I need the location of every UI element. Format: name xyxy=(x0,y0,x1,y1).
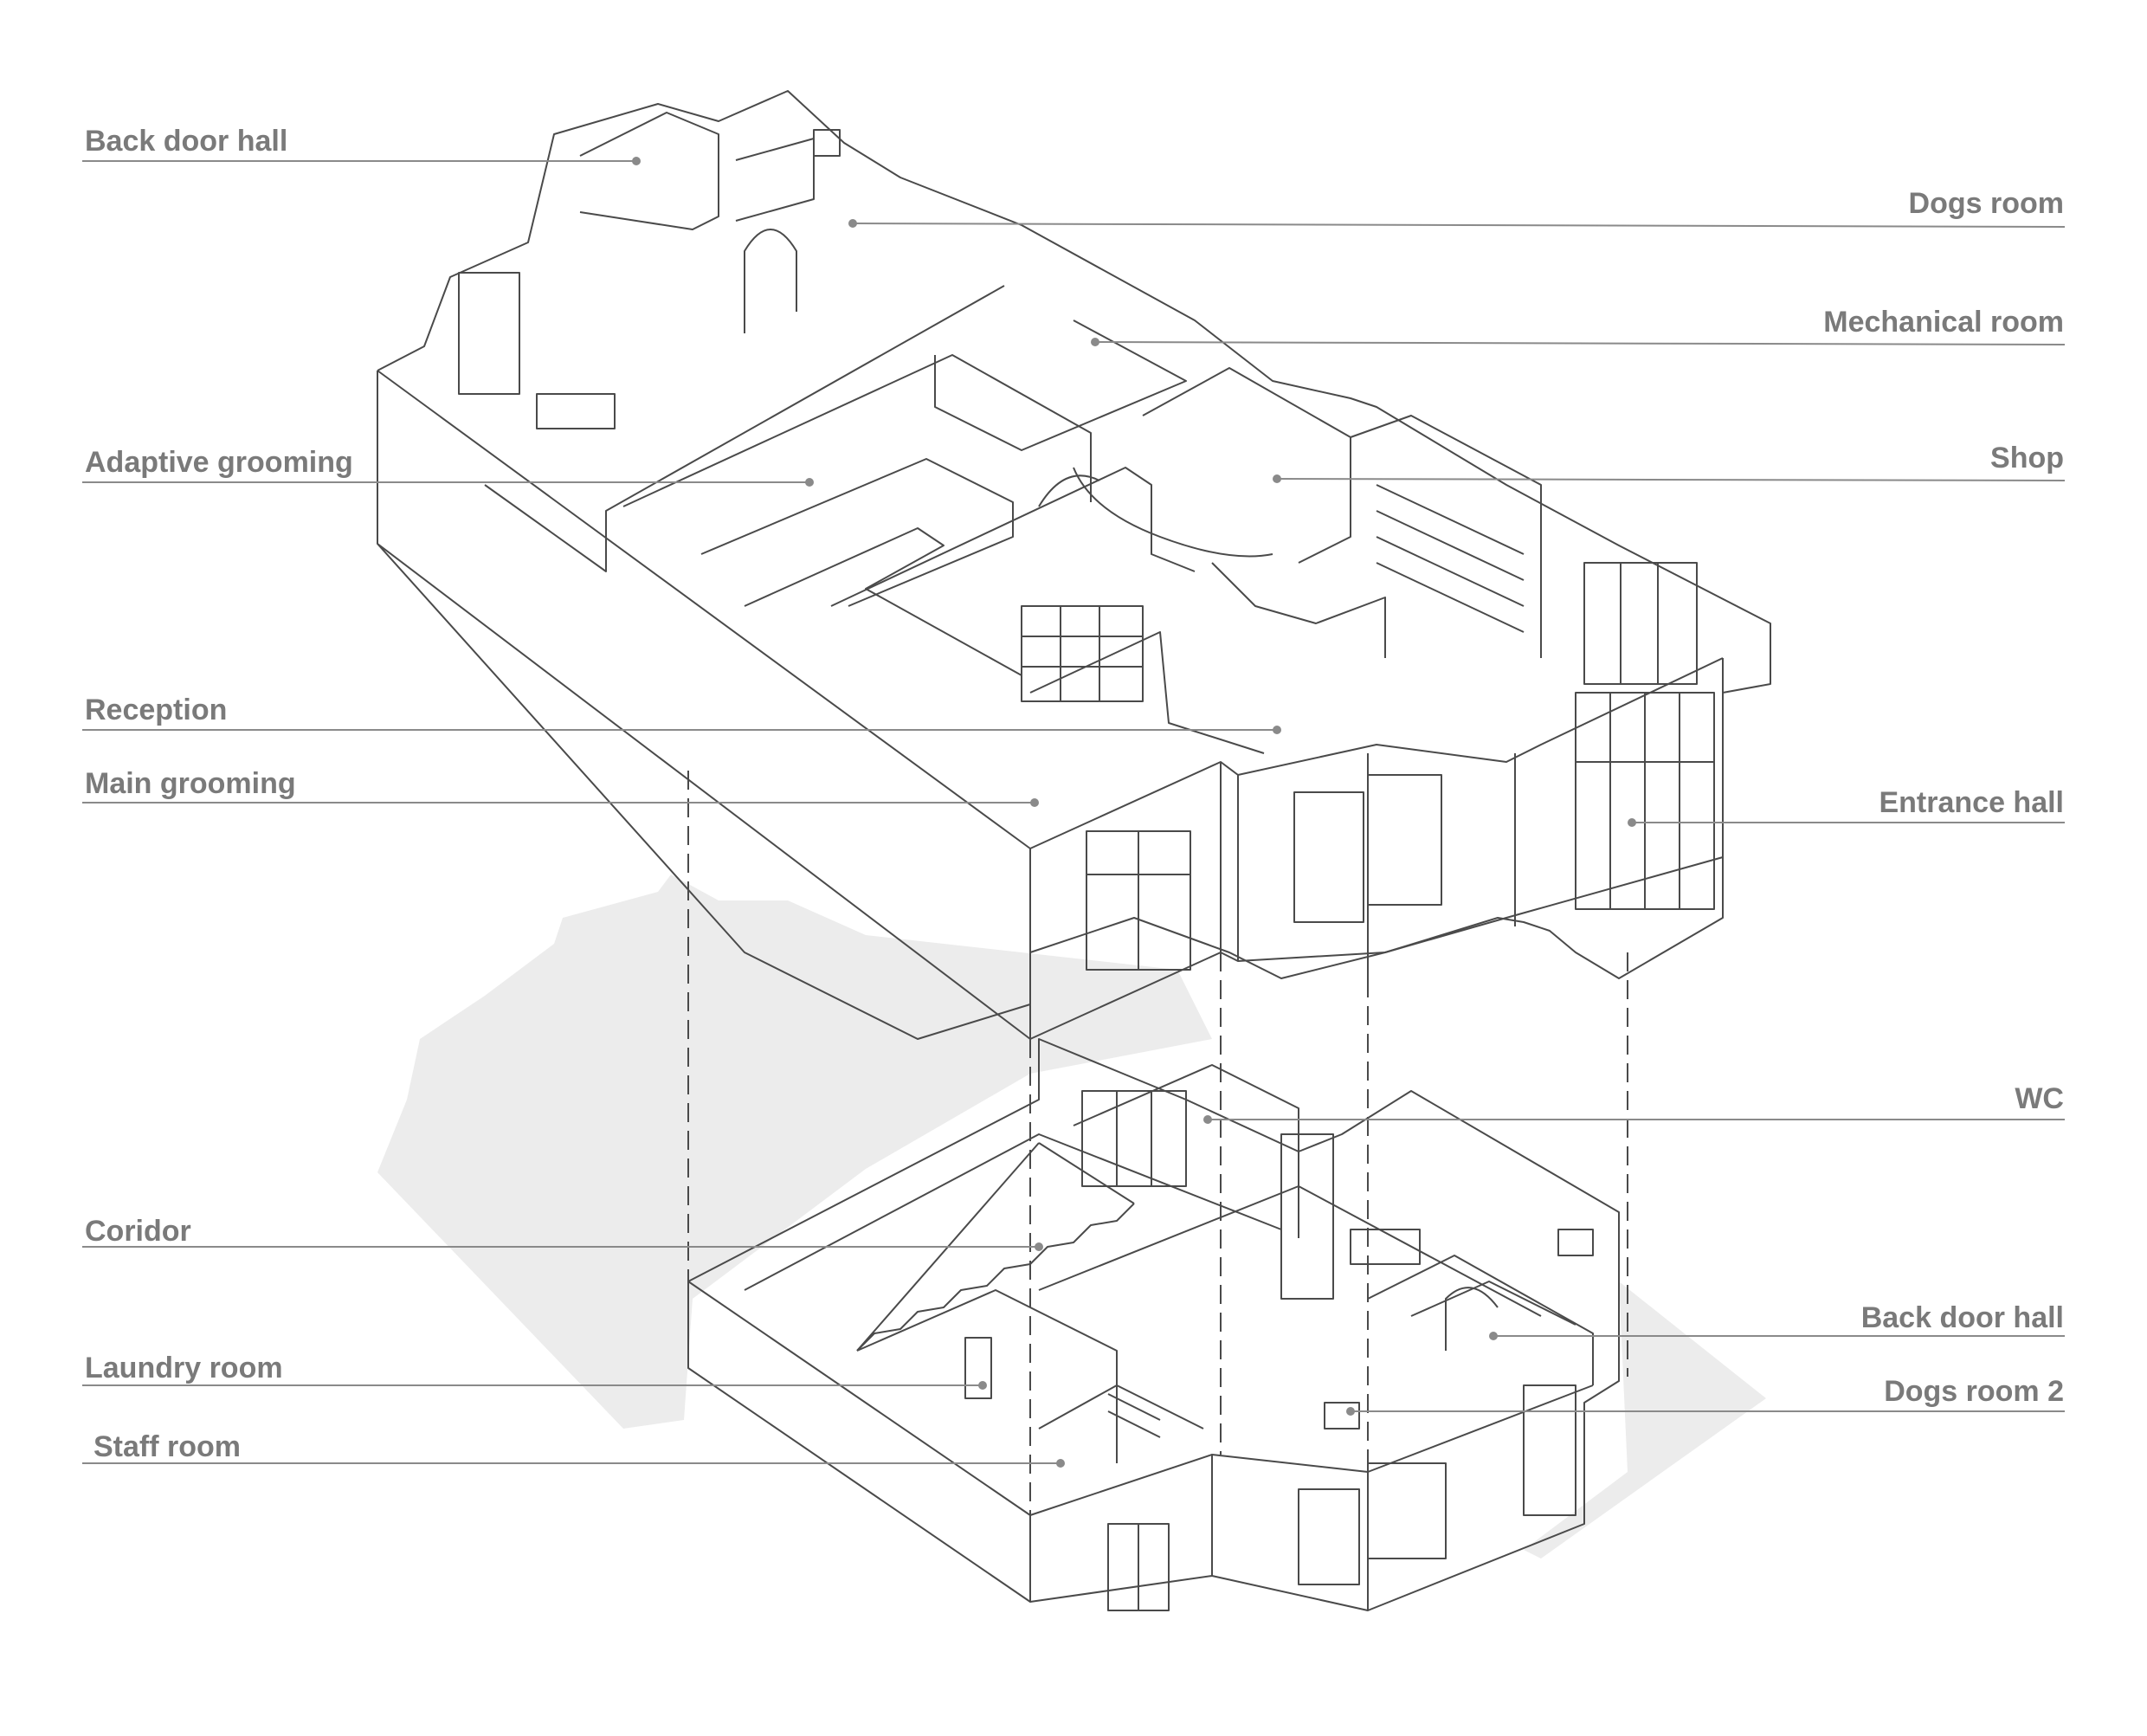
lower-staff-shelves xyxy=(1107,1393,1161,1438)
label-laundry-room: Laundry room xyxy=(85,1352,283,1384)
leader-dots xyxy=(632,157,1636,1468)
upper-reception-curve xyxy=(1073,467,1273,558)
floor-shadows xyxy=(377,874,1766,1559)
lower-corner-box xyxy=(1557,1229,1594,1256)
label-coridor: Coridor xyxy=(85,1215,191,1248)
dot-adaptive-grooming xyxy=(805,478,814,487)
dot-coridor xyxy=(1035,1242,1043,1251)
leader-dogs-room xyxy=(852,223,2066,228)
upper-reception-shelves xyxy=(1021,605,1144,702)
label-adaptive-grooming: Adaptive grooming xyxy=(85,446,353,479)
label-lower-back-door-hall: Back door hall xyxy=(1860,1301,2064,1334)
upper-mech-box xyxy=(813,129,841,157)
dot-dogs-room xyxy=(848,219,857,228)
label-main-grooming: Main grooming xyxy=(85,767,296,800)
label-shop: Shop xyxy=(1990,442,2064,474)
upper-partition-10 xyxy=(1211,562,1386,658)
label-upper-back-door-hall: Back door hall xyxy=(85,125,288,158)
lower-backdoor-arch xyxy=(1445,1287,1499,1351)
dot-mechanical-room xyxy=(1091,338,1099,346)
upper-shop-shelves xyxy=(1376,484,1525,633)
label-mechanical-room: Mechanical room xyxy=(1823,306,2064,339)
lower-floor-shadow xyxy=(1524,1281,1766,1559)
dot-staff-room xyxy=(1056,1459,1065,1468)
upper-window-left xyxy=(458,272,520,395)
lower-wc-basin xyxy=(1350,1229,1421,1265)
dot-dogs-room-2 xyxy=(1346,1407,1355,1416)
label-wc: WC xyxy=(2015,1082,2064,1115)
upper-shop-arch xyxy=(1038,474,1100,507)
lower-dogs2-wall xyxy=(1367,1255,1594,1385)
upper-partition-5 xyxy=(744,527,1022,676)
lower-laundry-radiator xyxy=(964,1337,992,1399)
label-dogs-room-2: Dogs room 2 xyxy=(1884,1375,2064,1408)
upper-floor xyxy=(377,90,1771,1040)
label-dogs-room: Dogs room xyxy=(1908,187,2064,220)
upper-partition-1 xyxy=(484,285,1005,572)
upper-partition-4 xyxy=(700,458,1014,607)
upper-partition-6 xyxy=(830,467,1196,607)
leader-mechanical-room xyxy=(1094,341,2066,345)
upper-window-bay-2 xyxy=(1367,774,1442,906)
dot-entrance-hall xyxy=(1628,818,1636,827)
lower-front-wall-top xyxy=(1029,1384,1594,1516)
upper-partition-3 xyxy=(622,354,1092,507)
upper-grooming-tub xyxy=(536,393,616,429)
lower-floor xyxy=(687,1038,1620,1611)
upper-left-wall-top xyxy=(377,370,1031,849)
lower-left-wall-top xyxy=(687,1281,1031,1516)
upper-partition-2 xyxy=(934,319,1187,451)
lower-wc-wall xyxy=(1073,1064,1299,1238)
alignment-lines xyxy=(687,771,1628,1515)
lower-staff-wall xyxy=(1038,1384,1204,1429)
upper-left-wall-bottom xyxy=(377,543,1031,1040)
lower-wc-wardrobe xyxy=(1081,1090,1187,1187)
lower-window-2 xyxy=(1298,1488,1360,1585)
dot-upper-back-door-hall xyxy=(632,157,641,165)
dot-lower-back-door-hall xyxy=(1489,1332,1498,1340)
lower-back-door xyxy=(1523,1384,1576,1516)
upper-window-bay xyxy=(1293,791,1364,923)
upper-back-door-stair xyxy=(735,138,815,222)
dot-reception xyxy=(1273,726,1281,734)
upper-front-wall-bottom xyxy=(1029,856,1724,1040)
leaders xyxy=(82,160,2066,1464)
dot-wc xyxy=(1203,1115,1212,1124)
lower-laundry-wall xyxy=(856,1289,1118,1463)
upper-shop-lockers xyxy=(1583,562,1698,685)
leader-shop xyxy=(1276,478,2066,481)
upper-outer-outline xyxy=(377,90,1771,1040)
lower-small-box xyxy=(1324,1402,1360,1429)
dot-laundry-room xyxy=(978,1381,987,1390)
upper-partition-9 xyxy=(1029,631,1265,754)
label-reception: Reception xyxy=(85,694,228,726)
lower-window-3 xyxy=(1367,1462,1447,1559)
dot-shop xyxy=(1273,474,1281,483)
lower-mid-wall xyxy=(1038,1185,1542,1317)
lower-outer-outline xyxy=(687,1038,1620,1611)
label-entrance-hall: Entrance hall xyxy=(1879,786,2064,819)
lower-backdoor-wall xyxy=(1410,1281,1576,1326)
label-staff-room: Staff room xyxy=(93,1430,241,1463)
dot-main-grooming xyxy=(1030,798,1039,807)
upper-front-wall-top xyxy=(1029,657,1724,849)
upper-partition-7 xyxy=(1142,367,1351,564)
upper-dogs-room-arch xyxy=(744,229,797,333)
upper-back-door-hall xyxy=(579,112,719,230)
upper-partition-8 xyxy=(1350,415,1542,658)
lower-tall-cabinet xyxy=(1280,1133,1334,1300)
